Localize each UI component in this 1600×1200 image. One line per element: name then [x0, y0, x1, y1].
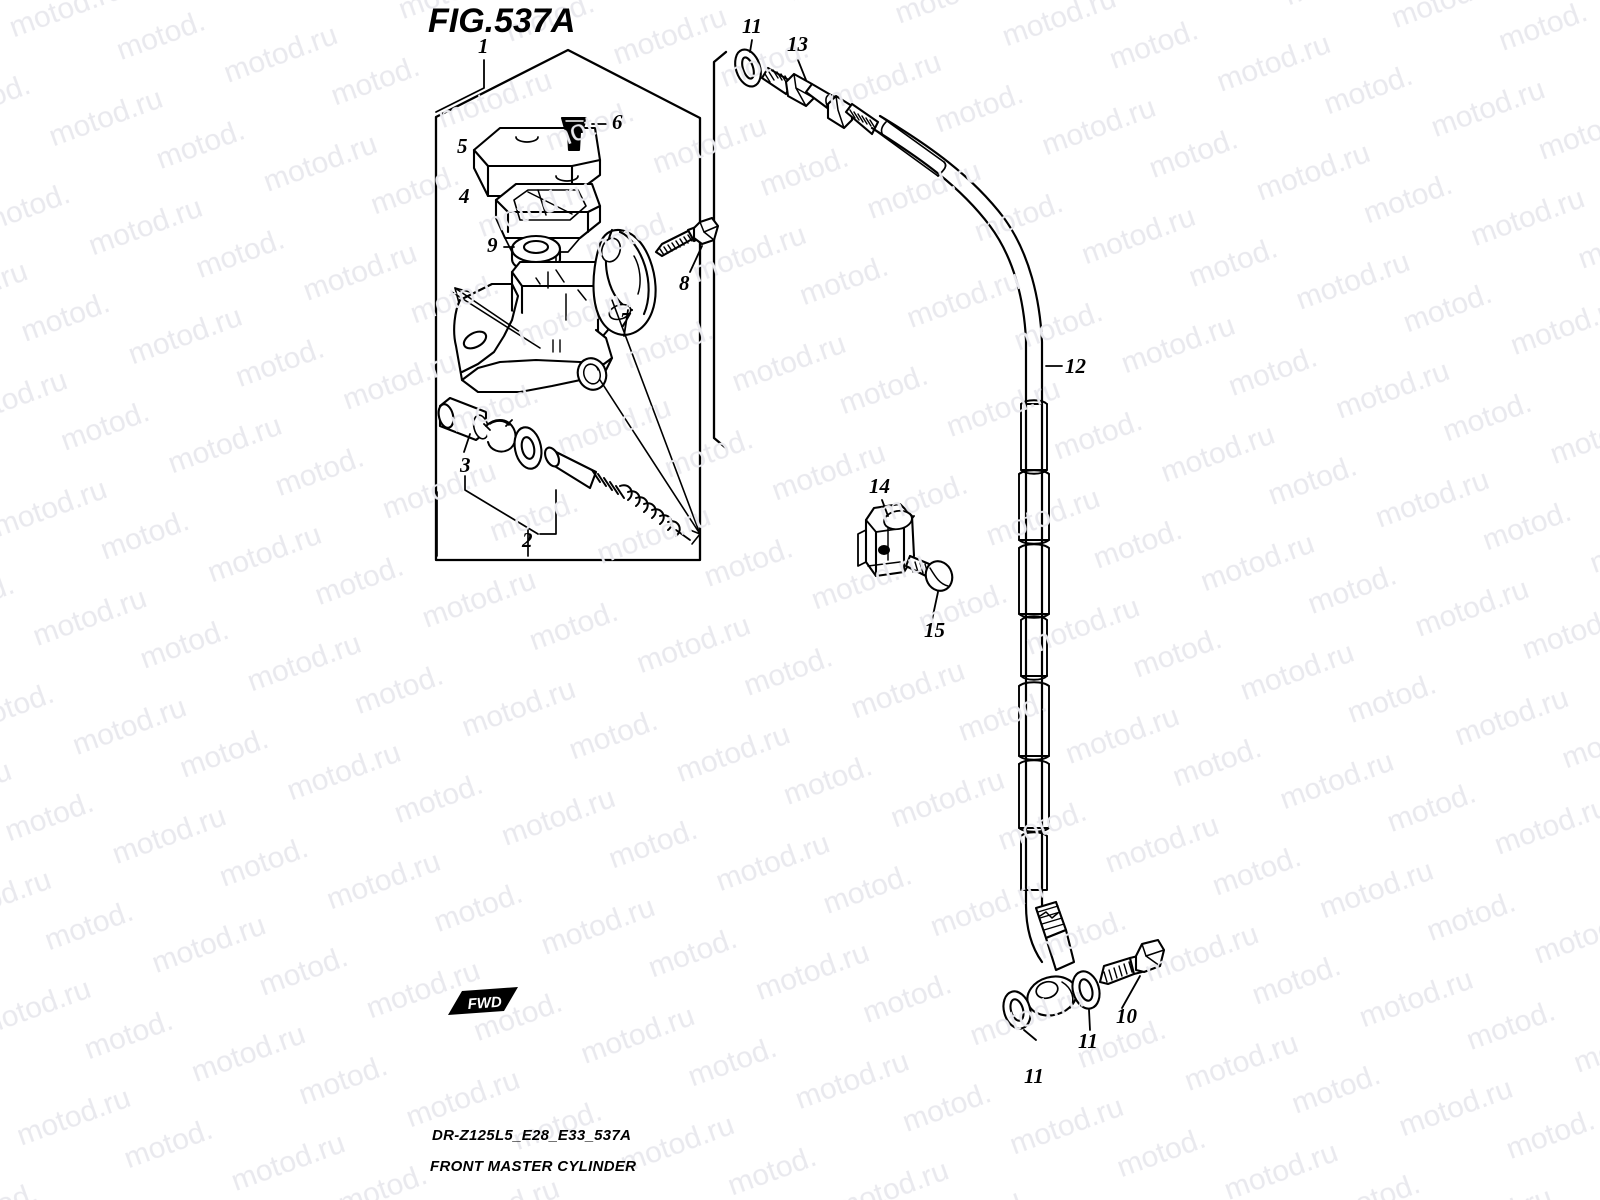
caption-code: DR-Z125L5_E28_E33_537A	[432, 1127, 632, 1144]
callout-8: 8	[679, 271, 690, 295]
callout-2: 2	[522, 528, 533, 552]
fwd-label: FWD	[467, 994, 502, 1013]
callout-11-lower-inner: 11	[1024, 1064, 1044, 1088]
callout-14: 14	[869, 474, 890, 498]
callout-10: 10	[1116, 1004, 1137, 1028]
callout-9: 9	[487, 233, 498, 257]
callout-1: 1	[478, 34, 489, 58]
callout-5: 5	[457, 134, 468, 158]
caption-name: FRONT MASTER CYLINDER	[430, 1158, 637, 1175]
callout-13: 13	[787, 32, 808, 56]
callout-6: 6	[612, 110, 623, 134]
figure-title: FIG.537A	[428, 2, 576, 40]
callout-11-upper: 11	[742, 14, 762, 38]
callout-15: 15	[924, 618, 945, 642]
callout-4: 4	[459, 184, 470, 208]
fwd-direction-marker: FWD	[446, 985, 520, 1019]
callout-12: 12	[1065, 354, 1086, 378]
callout-3: 3	[460, 453, 471, 477]
callout-7: 7	[620, 308, 631, 332]
callout-11-lower-outer: 11	[1078, 1029, 1098, 1053]
